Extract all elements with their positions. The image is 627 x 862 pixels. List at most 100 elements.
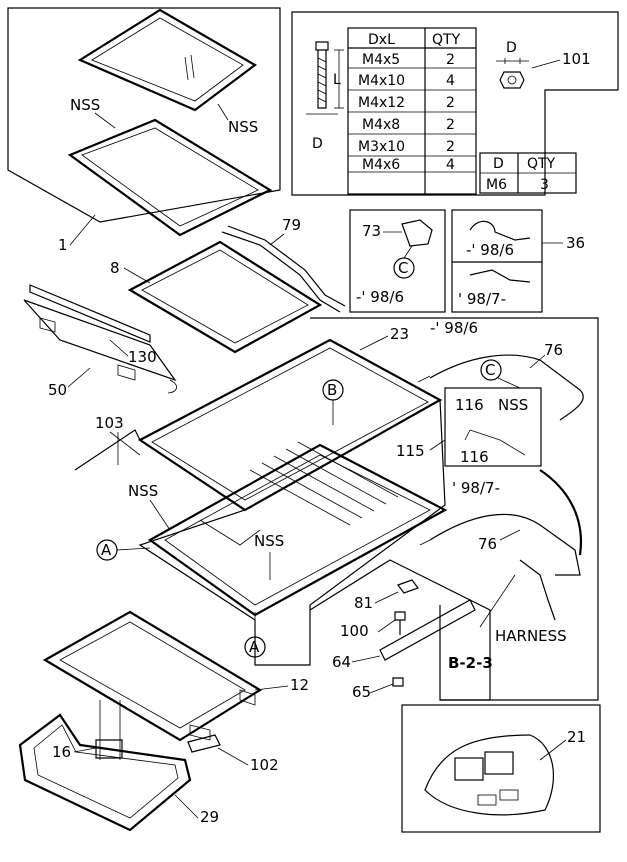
ref-a-bottom-letter: A <box>249 638 260 656</box>
bolt-icon <box>315 41 329 109</box>
callout-64: 64 <box>332 653 351 671</box>
harness-76-upper <box>429 354 584 421</box>
assembly-bracket-outline <box>7 7 281 223</box>
serial-73: -' 98/6 <box>356 288 404 306</box>
callout-130: 130 <box>128 348 157 366</box>
nut-header-qty: QTY <box>527 156 556 172</box>
bolt-row-3-size: M4x8 <box>362 117 400 133</box>
drain-rail-50 <box>23 299 177 382</box>
callout-nss-top-right: NSS <box>228 118 258 136</box>
callout-73: 73 <box>362 222 381 240</box>
callout-79: 79 <box>282 216 301 234</box>
housing-outline-103 <box>74 398 446 666</box>
nut-dim-d: D <box>506 40 517 56</box>
callout-115: 115 <box>396 442 425 460</box>
callout-36: 36 <box>566 234 585 252</box>
bolt-dim-l: L <box>333 72 341 88</box>
fastener-box-outline <box>291 11 619 196</box>
callout-103: 103 <box>95 414 124 432</box>
harness-region-outline <box>310 317 599 701</box>
callout-81: 81 <box>354 594 373 612</box>
kit-21-bag <box>424 734 554 816</box>
serial-36-late: ' 98/7- <box>458 290 506 308</box>
bolt-row-0-size: M4x5 <box>362 52 400 68</box>
harness-lead <box>519 559 556 621</box>
connector-73 <box>401 219 433 247</box>
inset-116-bottom: 116 <box>460 448 489 466</box>
callout-1: 1 <box>58 236 68 254</box>
bolt-row-1-qty: 4 <box>446 73 455 89</box>
kit-21-pad-a <box>477 794 497 806</box>
part-36-box <box>451 209 543 313</box>
lower-frame-12 <box>42 610 263 742</box>
ref-c-main-letter: C <box>485 361 495 379</box>
callout-65: 65 <box>352 683 371 701</box>
bolt-row-1-size: M4x10 <box>358 73 405 89</box>
callout-8: 8 <box>110 259 120 277</box>
trim-64 <box>379 599 476 661</box>
inset-116-nss: NSS <box>498 396 528 414</box>
ref-b-2-3: B-2-3 <box>448 654 493 672</box>
inset-116-box <box>444 387 542 467</box>
callout-harness: HARNESS <box>495 627 567 645</box>
part-73-box <box>349 209 446 313</box>
callout-nss-top-left: NSS <box>70 96 100 114</box>
bolt-row-2-qty: 2 <box>446 95 455 111</box>
kit-21-block-a <box>454 757 484 781</box>
callout-16: 16 <box>52 743 71 761</box>
clip-16 <box>95 739 123 759</box>
callout-12: 12 <box>290 676 309 694</box>
frame-slats <box>199 441 399 546</box>
callout-100: 100 <box>340 622 369 640</box>
ref-circle-c-main <box>480 359 502 381</box>
callout-nss-frame-left: NSS <box>128 482 158 500</box>
callout-76-bottom: 76 <box>478 535 497 553</box>
harness-76-lower <box>429 513 581 576</box>
callout-nss-frame-center: NSS <box>254 532 284 550</box>
nut-table: D QTY M6 3 <box>479 152 577 194</box>
serial-main-late: ' 98/7- <box>452 479 500 497</box>
bolt-header-dxl: DxL <box>368 32 395 48</box>
molding-79 <box>221 231 341 313</box>
deflector-frame-8 <box>127 240 323 354</box>
kit-21-box <box>401 704 601 833</box>
nut-icon <box>499 71 525 89</box>
screw-100 <box>394 611 406 635</box>
kit-21-block-b <box>484 751 514 775</box>
bolt-row-3-qty: 2 <box>446 117 455 133</box>
bolt-header-qty: QTY <box>432 32 461 48</box>
bolt-row-2-size: M4x12 <box>358 95 405 111</box>
inset-116-top: 116 <box>455 396 484 414</box>
callout-50: 50 <box>48 381 67 399</box>
connector-36-late <box>469 269 531 283</box>
bolt-row-5-qty: 4 <box>446 157 455 173</box>
bracket-81 <box>397 579 419 594</box>
screw-65 <box>392 677 404 687</box>
ref-b-letter: B <box>327 381 337 399</box>
glass-panel <box>77 8 257 112</box>
glass-assembly-group <box>7 7 281 237</box>
nut-header-d: D <box>493 156 504 172</box>
ref-a-left-letter: A <box>101 541 112 559</box>
clip-102 <box>187 734 221 753</box>
bolt-row-5-size: M4x6 <box>362 157 400 173</box>
harness-link-arrow <box>539 469 582 556</box>
frame-housing <box>147 443 448 617</box>
bolt-row-4-size: M3x10 <box>358 139 405 155</box>
rail-130 <box>29 284 151 343</box>
glass-seal <box>67 118 273 237</box>
connector-36-early <box>469 220 531 241</box>
nut-row-0-qty: 3 <box>540 177 549 193</box>
kit-21-pad-b <box>499 789 519 801</box>
seal-29 <box>18 713 192 832</box>
bolt-table: DxL QTY M4x5 2 M4x10 4 M4x12 2 M4x8 2 M3… <box>347 27 477 195</box>
callout-76-top: 76 <box>544 341 563 359</box>
callout-23: 23 <box>390 325 409 343</box>
callout-29: 29 <box>200 808 219 826</box>
bolt-dim-d: D <box>312 136 323 152</box>
mount-box-outline <box>309 559 491 701</box>
ref-c-73-letter: C <box>398 259 408 277</box>
nut-row-0-size: M6 <box>486 177 507 193</box>
bolt-row-4-qty: 2 <box>446 139 455 155</box>
